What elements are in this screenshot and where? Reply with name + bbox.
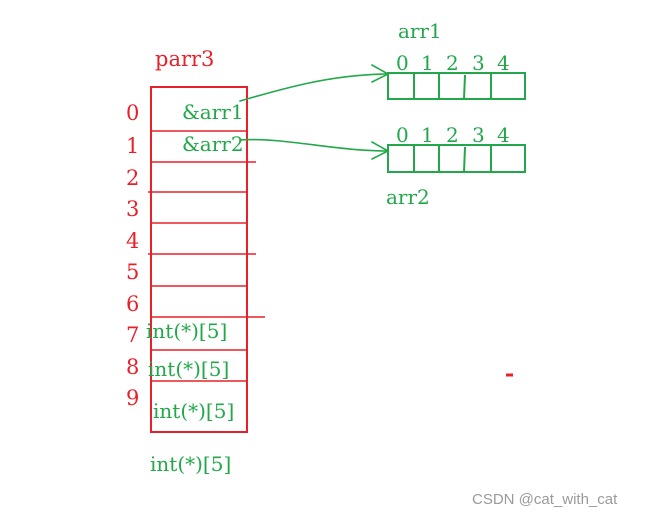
parr3-index: 6 — [126, 292, 139, 316]
arr2-box — [387, 144, 526, 173]
arr1-index: 0 — [396, 51, 409, 75]
arr1-cell-divider — [463, 74, 466, 100]
parr3-index: 5 — [126, 260, 139, 284]
parr3-row-dividers — [148, 130, 265, 382]
arr2-index: 1 — [421, 123, 434, 147]
arr2-index: 4 — [497, 123, 510, 147]
parr3-index: 9 — [126, 386, 139, 410]
parr3-array-box — [150, 86, 248, 433]
arr1-box — [387, 72, 526, 100]
type-label: int(*)[5] — [150, 452, 231, 476]
parr3-index: 0 — [126, 101, 139, 125]
arr2-index: 0 — [396, 123, 409, 147]
parr3-index: 1 — [126, 134, 139, 158]
parr3-label: parr3 — [155, 47, 214, 71]
watermark: CSDN @cat_with_cat — [472, 491, 618, 508]
type-label: int(*)[5] — [148, 357, 229, 381]
arr1-index: 4 — [497, 51, 510, 75]
arr1-label: arr1 — [398, 19, 442, 43]
arr1-outline — [387, 72, 526, 100]
slot-label-arr1: &arr1 — [182, 100, 244, 124]
arr1-indices: 0 1 2 3 4 — [396, 51, 510, 75]
pointer-arrows — [239, 64, 390, 160]
arr2-index: 2 — [446, 123, 459, 147]
arr2-outline — [387, 144, 526, 173]
arr1-index: 2 — [446, 51, 459, 75]
arr1-index: 3 — [472, 51, 485, 75]
arr1-index: 1 — [421, 51, 434, 75]
arrow-to-arr2 — [239, 138, 387, 152]
parr3-index: 7 — [126, 323, 139, 347]
slot-label-arr2: &arr2 — [182, 132, 244, 156]
arrow-to-arr1 — [239, 73, 387, 102]
parr3-index: 8 — [126, 355, 139, 379]
arr2-cell-divider — [463, 146, 466, 173]
type-label: int(*)[5] — [146, 319, 227, 343]
parr3-index: 3 — [126, 197, 139, 221]
arr2-label: arr2 — [386, 185, 430, 209]
arrowhead-arr1-icon — [371, 64, 390, 83]
arr2-index: 3 — [472, 123, 485, 147]
arr2-indices: 0 1 2 3 4 — [396, 123, 510, 147]
arrowhead-arr2-icon — [371, 141, 390, 160]
parr3-indices: 0 1 2 3 4 5 6 7 8 9 — [126, 101, 139, 410]
parr3-index: 4 — [126, 229, 139, 253]
parr3-index: 2 — [126, 166, 139, 190]
type-label: int(*)[5] — [153, 399, 234, 423]
